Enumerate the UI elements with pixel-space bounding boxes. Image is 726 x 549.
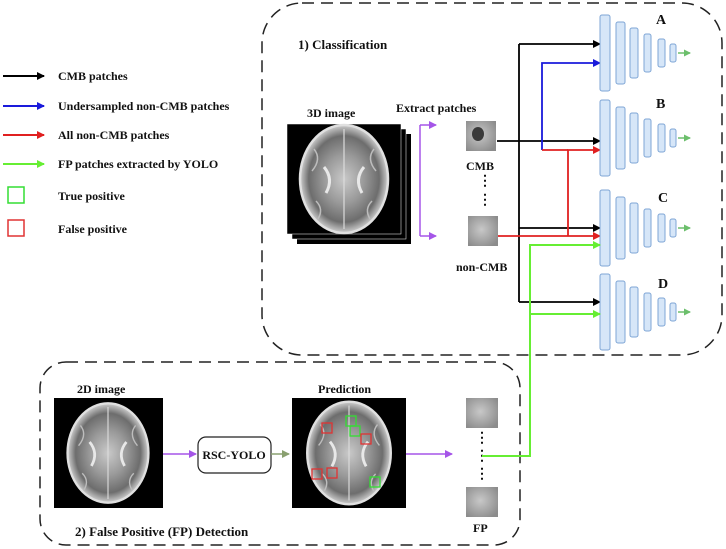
fp-routing xyxy=(482,241,601,457)
true-positive-box-3 xyxy=(369,476,381,488)
network-layer xyxy=(599,189,611,267)
network-label-b: B xyxy=(656,97,665,112)
cmb-routing xyxy=(497,40,601,306)
network-layer xyxy=(643,292,652,332)
networks xyxy=(599,14,691,351)
network-c xyxy=(599,189,691,267)
network-label-c: C xyxy=(658,191,668,206)
network-layer xyxy=(629,112,639,164)
network-layer xyxy=(657,123,666,153)
network-layer xyxy=(629,27,639,79)
detection-title: 2) False Positive (FP) Detection xyxy=(75,524,249,539)
2d-image xyxy=(54,398,163,508)
legend-undersampled-label: Undersampled non-CMB patches xyxy=(58,99,230,113)
legend-fp-yolo: FP patches extracted by YOLO xyxy=(3,157,218,171)
legend-true-positive-label: True positive xyxy=(58,189,125,203)
classification-frame xyxy=(261,2,723,356)
legend-all-non-cmb-label: All non-CMB patches xyxy=(58,128,170,142)
legend-cmb-patches: CMB patches xyxy=(3,69,128,83)
network-layer xyxy=(615,280,626,344)
cmb-dot xyxy=(472,127,484,141)
network-layer xyxy=(643,118,652,158)
network-layer xyxy=(643,208,652,248)
legend-cmb-label: CMB patches xyxy=(58,69,128,83)
fp-patch-bottom xyxy=(466,487,498,517)
network-label-a: A xyxy=(656,13,667,28)
false-positive-box-4 xyxy=(326,467,338,479)
vertical-ellipsis-1: ⋮ xyxy=(478,174,492,189)
non-cmb-routing xyxy=(498,146,601,240)
network-layer xyxy=(657,213,666,243)
fp-ellipsis-1: ⋮ xyxy=(475,431,489,446)
network-layer xyxy=(615,21,626,85)
network-layer xyxy=(599,99,611,177)
rsc-yolo-box xyxy=(197,436,272,474)
2d-image-label: 2D image xyxy=(77,382,126,396)
cmb-label: CMB xyxy=(466,159,494,173)
legend-true-positive: True positive xyxy=(7,186,125,204)
legend-undersampled: Undersampled non-CMB patches xyxy=(3,99,230,113)
non-cmb-patch xyxy=(468,216,498,246)
detection-panel: 2D image Prediction 2) False Positive (F… xyxy=(39,241,601,546)
network-layer xyxy=(669,218,677,238)
false-positive-box-3 xyxy=(311,468,323,480)
false-positive-box-2 xyxy=(360,433,372,445)
extract-patches-label: Extract patches xyxy=(396,101,477,115)
true-positive-box-2 xyxy=(349,425,361,437)
network-layer xyxy=(599,273,611,351)
network-layer xyxy=(669,302,677,322)
network-layer xyxy=(669,43,677,63)
non-cmb-label: non-CMB xyxy=(456,260,507,274)
true-positive-swatch xyxy=(7,186,25,204)
network-layer xyxy=(669,128,677,148)
network-layer xyxy=(657,38,666,68)
network-d xyxy=(599,273,691,351)
false-positive-swatch xyxy=(7,219,25,237)
network-layer xyxy=(615,106,626,170)
prediction-image xyxy=(292,398,406,508)
fp-ellipsis-3: ⋮ xyxy=(475,467,489,482)
undersampled-arrow xyxy=(541,59,601,150)
rsc-yolo-label: RSC-YOLO xyxy=(202,448,265,462)
network-layer xyxy=(629,202,639,254)
network-label-d: D xyxy=(658,277,668,292)
network-layer xyxy=(657,297,666,327)
fp-patch-top xyxy=(466,398,498,428)
detection-frame xyxy=(39,361,521,546)
network-layer xyxy=(629,286,639,338)
network-layer xyxy=(615,196,626,260)
network-b xyxy=(599,99,691,177)
network-layer xyxy=(643,33,652,73)
legend-false-positive-label: False positive xyxy=(58,222,128,236)
3d-image-stack xyxy=(286,123,411,244)
legend: CMB patches Undersampled non-CMB patches… xyxy=(3,69,230,237)
prediction-label: Prediction xyxy=(318,382,371,396)
legend-all-non-cmb: All non-CMB patches xyxy=(3,128,170,142)
classification-panel: 1) Classification 3D image Extract patch… xyxy=(261,2,723,356)
classification-title: 1) Classification xyxy=(298,37,388,52)
vertical-ellipsis-2: ⋮ xyxy=(478,193,492,208)
fp-label: FP xyxy=(473,521,488,535)
network-layer xyxy=(599,14,611,92)
network-a xyxy=(599,14,691,92)
legend-false-positive: False positive xyxy=(7,219,128,237)
legend-fp-label: FP patches extracted by YOLO xyxy=(58,157,218,171)
false-positive-box-1 xyxy=(321,422,333,434)
3d-image-label: 3D image xyxy=(307,106,356,120)
